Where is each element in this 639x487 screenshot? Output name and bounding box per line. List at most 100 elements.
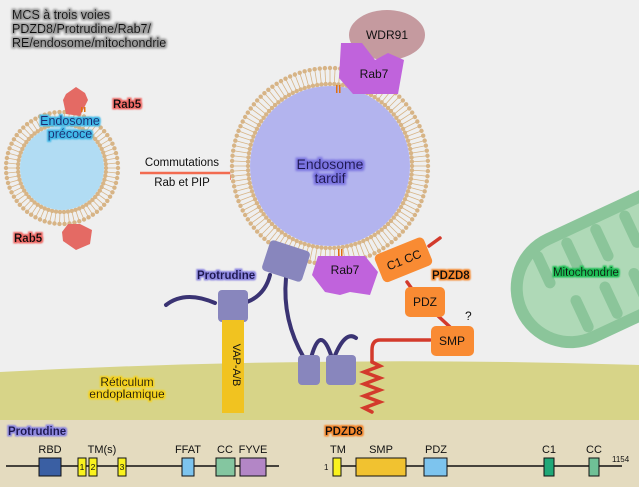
lipid-head (319, 245, 324, 250)
protrudine-map-label-cc: CC (217, 444, 233, 456)
lipid-head (272, 224, 278, 230)
lipid-head (7, 185, 12, 190)
lipid-head (42, 206, 47, 211)
lipid-head (396, 119, 401, 124)
lipid-tail (87, 206, 93, 214)
mitochondrion-label: Mitochondrie (553, 267, 619, 279)
lipid-head (247, 180, 252, 186)
lipid-tail (36, 120, 41, 128)
lipid-head (340, 244, 346, 250)
lipid-head (290, 90, 295, 96)
lipid-head (409, 163, 415, 169)
lipid-tail (36, 208, 41, 216)
lipid-tail (107, 157, 116, 161)
lipid-head (57, 221, 62, 227)
lipid-head (283, 95, 288, 100)
title-block: MCS à trois voies PDZD8/Protrudine/Rab7/… (12, 8, 166, 50)
late-endosome (229, 65, 431, 267)
lipid-head (398, 122, 404, 128)
lipid-tail (304, 73, 309, 85)
lipid-head (234, 194, 239, 199)
lipid-head (3, 165, 9, 171)
lipid-tail (83, 120, 88, 128)
lipid-head (102, 177, 107, 182)
lipid-head (246, 155, 251, 160)
pdzd8-map-label-smp: SMP (369, 444, 393, 456)
lipid-tail (240, 195, 252, 201)
lipid-head (249, 138, 255, 143)
lipid-head (294, 238, 299, 244)
lipid-head (408, 176, 414, 182)
lipid-tail (389, 97, 399, 107)
lipid-head (251, 134, 256, 139)
pdzd8-map-label-c1: C1 (542, 444, 556, 456)
lipid-head (80, 127, 86, 132)
lipid-tail (235, 150, 248, 154)
lipid-tail (31, 122, 37, 130)
lipid-tail (295, 76, 301, 88)
lipid-head (16, 157, 21, 163)
lipid-head (114, 175, 120, 181)
domain-map-background (0, 418, 639, 487)
lipid-tail (413, 160, 426, 163)
lipid-head (276, 227, 281, 232)
lipid-tail (363, 242, 370, 254)
lipid-head (409, 159, 415, 164)
lipid-head (423, 184, 429, 189)
protrudine-map-label-rbd: RBD (38, 444, 61, 456)
lipid-head (107, 194, 113, 199)
lipid-head (258, 233, 263, 238)
lipid-head (269, 105, 275, 111)
lipid-tail (93, 128, 100, 136)
protrudine-map-label-tm: TM(s) (88, 444, 117, 456)
lipid-tail (402, 117, 414, 125)
lipid-tail (8, 162, 17, 165)
lipid-head (417, 203, 422, 209)
late-endosome-label-2: tardif (314, 170, 345, 186)
protrudine-map-label-fyve: FYVE (239, 444, 268, 456)
lipid-tail (255, 105, 265, 114)
lipid-head (249, 189, 255, 194)
lipid-head (113, 180, 119, 186)
lipid-tail (101, 191, 109, 197)
lipid-tail (83, 208, 88, 216)
lipid-head (405, 138, 411, 143)
lipid-head (4, 170, 9, 176)
lipid-head (408, 180, 413, 186)
lipid-head (256, 122, 262, 128)
pdzd8-map-label-tm: TM (330, 444, 346, 456)
lipid-head (92, 194, 98, 200)
lipid-head (332, 81, 337, 87)
lipid-tail (54, 114, 57, 123)
lipid-tail (8, 157, 17, 161)
lipid-tail (240, 131, 252, 137)
rab7-bottom-protein (312, 256, 378, 295)
lipid-tail (234, 155, 247, 158)
lipid-tail (389, 225, 399, 235)
lipid-head (46, 123, 51, 129)
lipid-head (407, 221, 412, 226)
lipid-tail (8, 171, 17, 174)
lipid-tail (28, 125, 34, 133)
lipid-head (286, 92, 292, 98)
early-endosome-label-1: Endosome (40, 114, 100, 128)
lipid-tail (395, 218, 405, 227)
lipid-head (312, 67, 317, 72)
lipid-head (100, 181, 106, 186)
lipid-head (391, 112, 396, 117)
protrudine-tm-1 (298, 355, 320, 385)
lipid-head (381, 245, 386, 251)
lipid-head (262, 236, 267, 242)
lipid-head (77, 125, 82, 130)
lipid-tail (13, 187, 21, 192)
tm-number-3: 3 (120, 462, 125, 472)
lipid-head (99, 184, 104, 190)
lipid-tail (395, 105, 405, 114)
lipid-head (251, 102, 257, 107)
lipid-head (18, 181, 24, 186)
lipid-tail (309, 72, 313, 84)
lipid-head (382, 224, 388, 230)
protrudine-map-label-ffat: FFAT (175, 444, 201, 456)
lipid-tail (397, 109, 408, 117)
lipid-head (62, 221, 67, 227)
